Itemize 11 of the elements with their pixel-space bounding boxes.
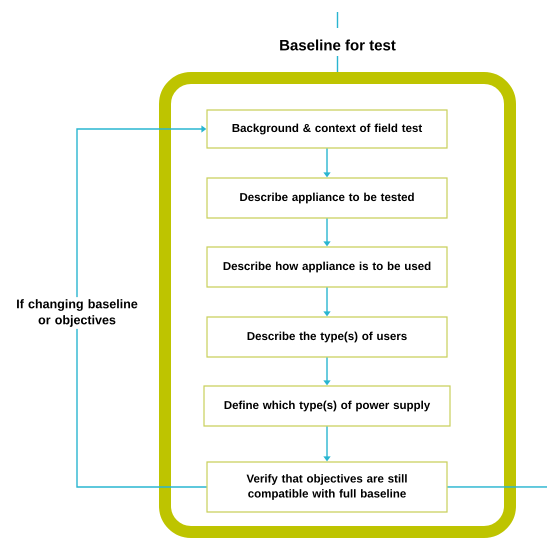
process-box: Describe how appliance is to be used: [206, 246, 448, 288]
process-box: Verify that objectives are still compatible with full baseline: [206, 461, 448, 513]
node-label: Baseline for test: [280, 39, 396, 50]
process-box: Describe the type(s) of users: [206, 316, 448, 358]
arrow: [76, 125, 206, 488]
process-box: Describe appliance to be tested: [206, 177, 448, 219]
edge-label: If changing baseline or objectives: [11, 297, 143, 329]
process-box: Background & context of field test: [206, 109, 448, 149]
connector-line: [336, 11, 338, 73]
connector-line: [448, 486, 547, 488]
process-box: Define which type(s) of power supply: [203, 385, 451, 427]
